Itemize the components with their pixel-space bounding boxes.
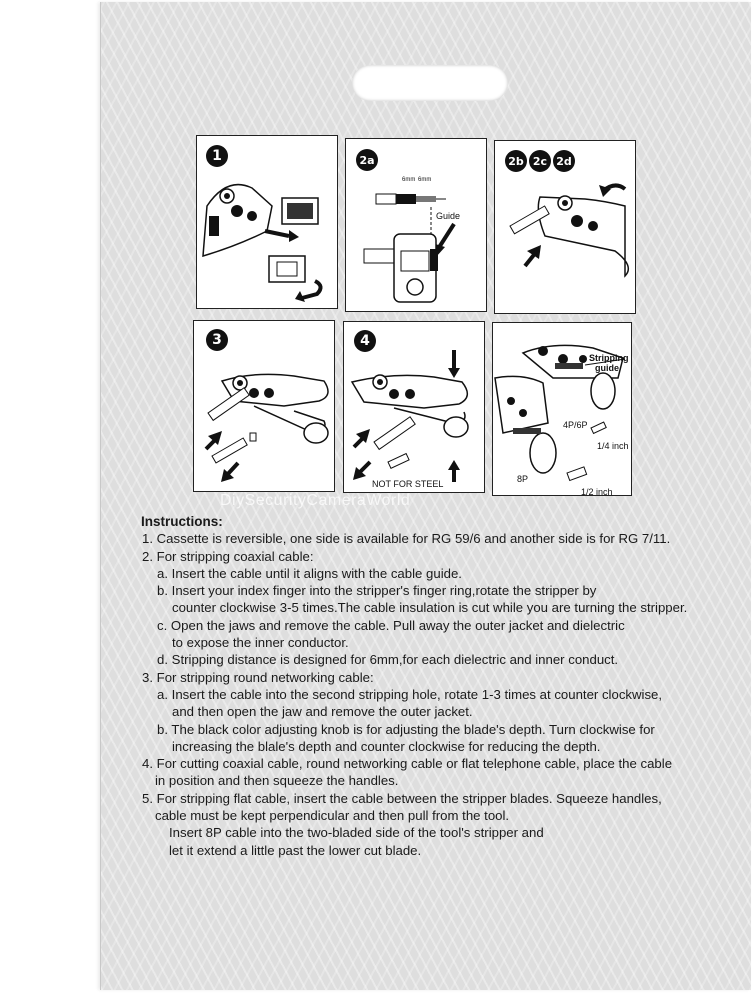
instruction-line: 4. For cutting coaxial cable, round netw… xyxy=(142,756,673,772)
label-8p: 8P xyxy=(517,474,529,484)
cable-guide-illustration xyxy=(363,193,456,303)
instruction-line: cable must be kept perpendicular and the… xyxy=(155,808,510,824)
instruction-line: to expose the inner conductor. xyxy=(172,635,349,651)
instructions-block: Instructions: 1. Cassette is reversible,… xyxy=(135,513,735,859)
step-badge-2a: 2a xyxy=(356,149,378,171)
label-half-inch: 1/2 inch xyxy=(581,487,613,496)
instruction-line: b. Insert your index finger into the str… xyxy=(157,583,597,599)
open-jaws-illustration xyxy=(204,373,329,482)
step-badge-1: 1 xyxy=(206,145,228,167)
panel-step-2a: 2a 6mm 6mm Guide xyxy=(345,138,487,312)
label-stripping-guide-1: Stripping xyxy=(589,353,629,363)
hang-hole xyxy=(352,65,508,101)
watermark: DiySecurityCameraWorld xyxy=(220,492,411,509)
stripper-illustration xyxy=(202,183,323,302)
step-badge-2b: 2b xyxy=(505,150,527,172)
label-not-for-steel: NOT FOR STEEL xyxy=(372,479,444,489)
flat-cable-illustration xyxy=(494,344,626,482)
panel-step-1: 1 xyxy=(196,135,338,309)
instruction-line: b. The black color adjusting knob is for… xyxy=(157,721,655,737)
label-4p6p: 4P/6P xyxy=(563,420,588,430)
panel-step-5: Stripping guide 4P/6P 1/4 inch 8P 1/2 in… xyxy=(492,322,632,496)
instruction-line: let it extend a little past the lower cu… xyxy=(169,842,422,858)
instruction-line: counter clockwise 3-5 times.The cable in… xyxy=(172,600,688,616)
instructions-heading: Instructions: xyxy=(141,514,223,529)
instruction-line: increasing the blale's depth and counter… xyxy=(172,738,601,754)
step-badge-4: 4 xyxy=(354,330,376,352)
step-badge-3: 3 xyxy=(206,329,228,351)
panel-step-3: 3 xyxy=(193,320,335,492)
instruction-line: c. Open the jaws and remove the cable. P… xyxy=(157,617,625,633)
instruction-line: 5. For stripping flat cable, insert the … xyxy=(142,790,662,806)
instruction-line: d. Stripping distance is designed for 6m… xyxy=(157,652,619,668)
instruction-line: a. Insert the cable into the second stri… xyxy=(157,686,663,702)
panel-step-2bcd: 2b 2c 2d xyxy=(494,140,636,314)
instruction-line: 3. For stripping round networking cable: xyxy=(142,669,374,685)
label-guide: Guide xyxy=(436,211,461,221)
instruction-line: Insert 8P cable into the two-bladed side… xyxy=(169,825,544,841)
step-badge-2c: 2c xyxy=(529,150,551,172)
instruction-line: 1. Cassette is reversible, one side is a… xyxy=(142,531,671,547)
instruction-line: 2. For stripping coaxial cable: xyxy=(142,548,314,564)
rotate-stripper-illustration xyxy=(509,183,630,278)
instruction-line: a. Insert the cable until it aligns with… xyxy=(157,565,462,581)
label-dim-1: 6mm xyxy=(402,177,416,183)
instruction-line: in position and then squeeze the handles… xyxy=(155,773,399,789)
instruction-line: and then open the jaw and remove the out… xyxy=(172,704,473,720)
label-stripping-guide-2: guide xyxy=(595,363,619,373)
label-quarter-inch: 1/4 inch xyxy=(597,441,629,451)
step-badge-2d: 2d xyxy=(553,150,575,172)
cut-cable-illustration xyxy=(350,350,469,482)
panel-step-4: 4 NOT FOR STEEL xyxy=(343,321,485,493)
label-dim-2: 6mm xyxy=(418,177,432,183)
